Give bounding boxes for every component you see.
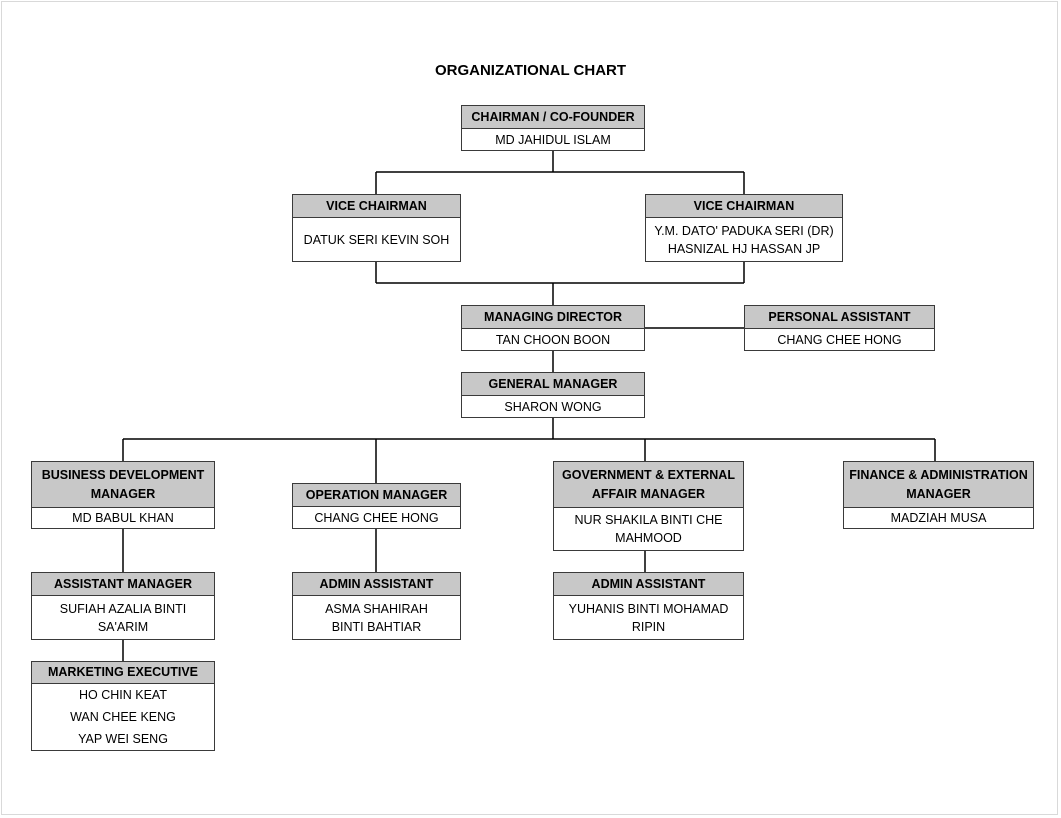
node-chairman: CHAIRMAN / CO-FOUNDER MD JAHIDUL ISLAM	[461, 105, 645, 151]
role-label: BUSINESS DEVELOPMENT MANAGER	[32, 462, 214, 508]
role-label: GENERAL MANAGER	[462, 373, 644, 396]
role-label: GOVERNMENT & EXTERNAL AFFAIR MANAGER	[554, 462, 743, 508]
person-name: SUFIAH AZALIA BINTI SA'ARIM	[59, 601, 187, 634]
person-name: MD JAHIDUL ISLAM	[495, 132, 611, 147]
node-vice-chairman-1: VICE CHAIRMAN DATUK SERI KEVIN SOH	[292, 194, 461, 262]
person-name: YAP WEI SENG	[78, 732, 168, 746]
person-name: HO CHIN KEAT	[79, 688, 167, 702]
role-label: VICE CHAIRMAN	[646, 195, 842, 218]
person-name: TAN CHOON BOON	[495, 332, 611, 347]
role-label: ADMIN ASSISTANT	[293, 573, 460, 596]
role-label: VICE CHAIRMAN	[293, 195, 460, 218]
role-label: ASSISTANT MANAGER	[32, 573, 214, 596]
person-name: MD BABUL KHAN	[72, 511, 174, 525]
node-government-external-affair-manager: GOVERNMENT & EXTERNAL AFFAIR MANAGER NUR…	[553, 461, 744, 551]
person-name: MADZIAH MUSA	[890, 511, 987, 525]
node-admin-assistant-government: ADMIN ASSISTANT YUHANIS BINTI MOHAMAD RI…	[553, 572, 744, 640]
node-vice-chairman-2: VICE CHAIRMAN Y.M. DATO' PADUKA SERI (DR…	[645, 194, 843, 262]
role-label: OPERATION MANAGER	[293, 484, 460, 507]
person-name: SHARON WONG	[504, 399, 602, 414]
role-label: MANAGING DIRECTOR	[462, 306, 644, 329]
person-name: WAN CHEE KENG	[70, 710, 176, 724]
role-label: PERSONAL ASSISTANT	[745, 306, 934, 329]
role-label: CHAIRMAN / CO-FOUNDER	[462, 106, 644, 129]
node-managing-director: MANAGING DIRECTOR TAN CHOON BOON	[461, 305, 645, 351]
person-name: NUR SHAKILA BINTI CHE MAHMOOD	[574, 513, 723, 545]
person-name: DATUK SERI KEVIN SOH	[303, 232, 450, 247]
person-name: YUHANIS BINTI MOHAMAD RIPIN	[568, 601, 729, 634]
node-assistant-manager: ASSISTANT MANAGER SUFIAH AZALIA BINTI SA…	[31, 572, 215, 640]
role-label: MARKETING EXECUTIVE	[32, 662, 214, 684]
node-admin-assistant-operation: ADMIN ASSISTANT ASMA SHAHIRAH BINTI BAHT…	[292, 572, 461, 640]
node-personal-assistant: PERSONAL ASSISTANT CHANG CHEE HONG	[744, 305, 935, 351]
node-operation-manager: OPERATION MANAGER CHANG CHEE HONG	[292, 483, 461, 529]
chart-title: ORGANIZATIONAL CHART	[434, 62, 627, 79]
node-general-manager: GENERAL MANAGER SHARON WONG	[461, 372, 645, 418]
role-label: ADMIN ASSISTANT	[554, 573, 743, 596]
node-business-development-manager: BUSINESS DEVELOPMENT MANAGER MD BABUL KH…	[31, 461, 215, 529]
person-name: HASNIZAL HJ HASSAN JP	[667, 241, 821, 256]
person-name: CHANG CHEE HONG	[777, 332, 902, 347]
person-name: ASMA SHAHIRAH BINTI BAHTIAR	[325, 601, 428, 634]
node-marketing-executive: MARKETING EXECUTIVE HO CHIN KEAT WAN CHE…	[31, 661, 215, 751]
node-finance-administration-manager: FINANCE & ADMINISTRATION MANAGER MADZIAH…	[843, 461, 1034, 529]
person-name: CHANG CHEE HONG	[314, 510, 439, 525]
role-label: FINANCE & ADMINISTRATION MANAGER	[844, 462, 1033, 508]
person-name: Y.M. DATO' PADUKA SERI (DR)	[654, 223, 834, 238]
